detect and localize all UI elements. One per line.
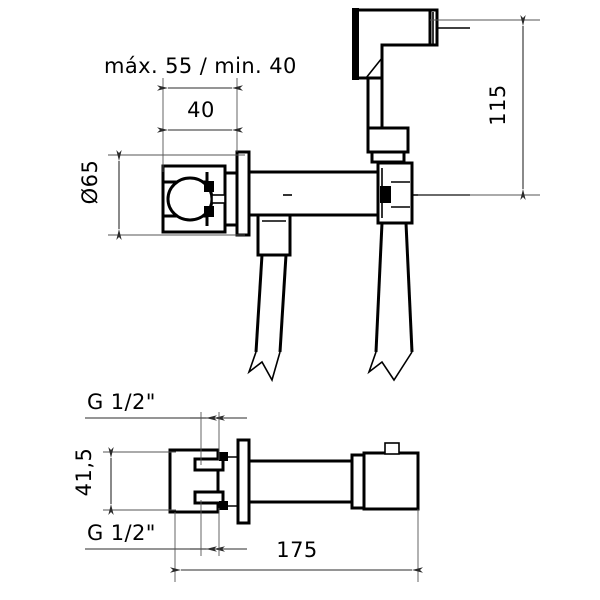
wall-rosette-plate <box>235 150 251 237</box>
inlet-ports <box>193 452 240 510</box>
label-thread-top: G 1/2" <box>87 390 156 414</box>
label-length-175: 175 <box>276 538 318 562</box>
label-width-40: 40 <box>187 98 215 122</box>
spray-head <box>352 8 470 128</box>
end-valve-housing <box>362 442 420 511</box>
upper-view-dimensions <box>108 15 540 240</box>
upper-view-geometry <box>161 8 470 383</box>
horizontal-spout-body <box>249 170 380 217</box>
spray-neck-adapter <box>366 126 410 164</box>
hose-left <box>247 213 292 383</box>
lower-view-dimensions <box>85 412 423 582</box>
label-height-115: 115 <box>486 84 510 126</box>
label-diameter-65: Ø65 <box>78 159 102 205</box>
concealed-valve-body <box>161 164 239 234</box>
spout-tube <box>249 459 352 504</box>
hose-right <box>367 222 414 382</box>
lower-view-geometry <box>168 438 420 525</box>
label-height-41-5: 41,5 <box>72 447 96 497</box>
outlet-valve-block <box>376 161 470 225</box>
label-thread-bottom: G 1/2" <box>87 521 156 545</box>
label-depth-range: máx. 55 / min. 40 <box>104 54 297 78</box>
